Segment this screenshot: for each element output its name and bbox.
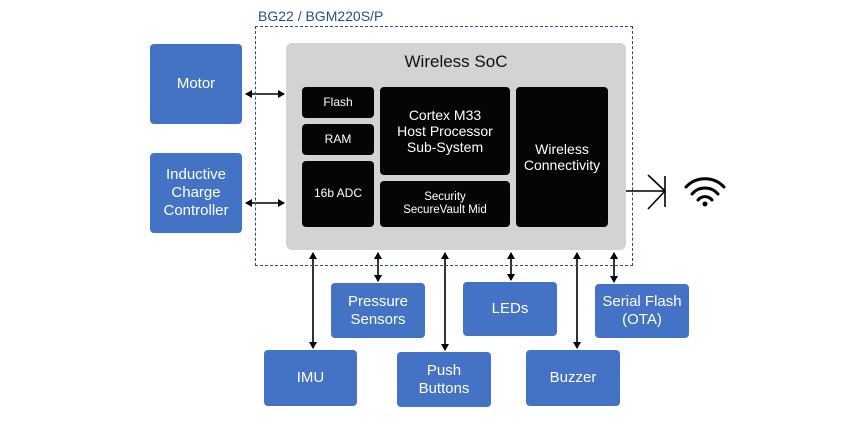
- cortex-m33-block: Cortex M33 Host Processor Sub-System: [380, 87, 510, 175]
- pressure-sensors-box: Pressure Sensors: [331, 283, 425, 338]
- buzzer-box: Buzzer: [526, 350, 620, 406]
- ram-block: RAM: [302, 124, 374, 155]
- soc-title: Wireless SoC: [404, 52, 508, 71]
- wireless-connectivity-block: Wireless Connectivity: [516, 87, 608, 227]
- inductive-charge-controller-box: Inductive Charge Controller: [150, 153, 242, 233]
- flash-block: Flash: [302, 87, 374, 118]
- module-boundary: [255, 26, 633, 266]
- wifi-signal-icon: [684, 177, 726, 207]
- leds-box: LEDs: [463, 282, 557, 336]
- imu-box: IMU: [264, 350, 357, 406]
- motor-box: Motor: [150, 44, 242, 124]
- antenna-icon: [647, 174, 666, 210]
- serial-flash-box: Serial Flash (OTA): [595, 284, 689, 338]
- adc-block: 16b ADC: [302, 161, 374, 227]
- security-block: Security SecureVault Mid: [380, 181, 510, 227]
- module-label: BG22 / BGM220S/P: [258, 8, 384, 24]
- push-buttons-box: Push Buttons: [397, 352, 491, 407]
